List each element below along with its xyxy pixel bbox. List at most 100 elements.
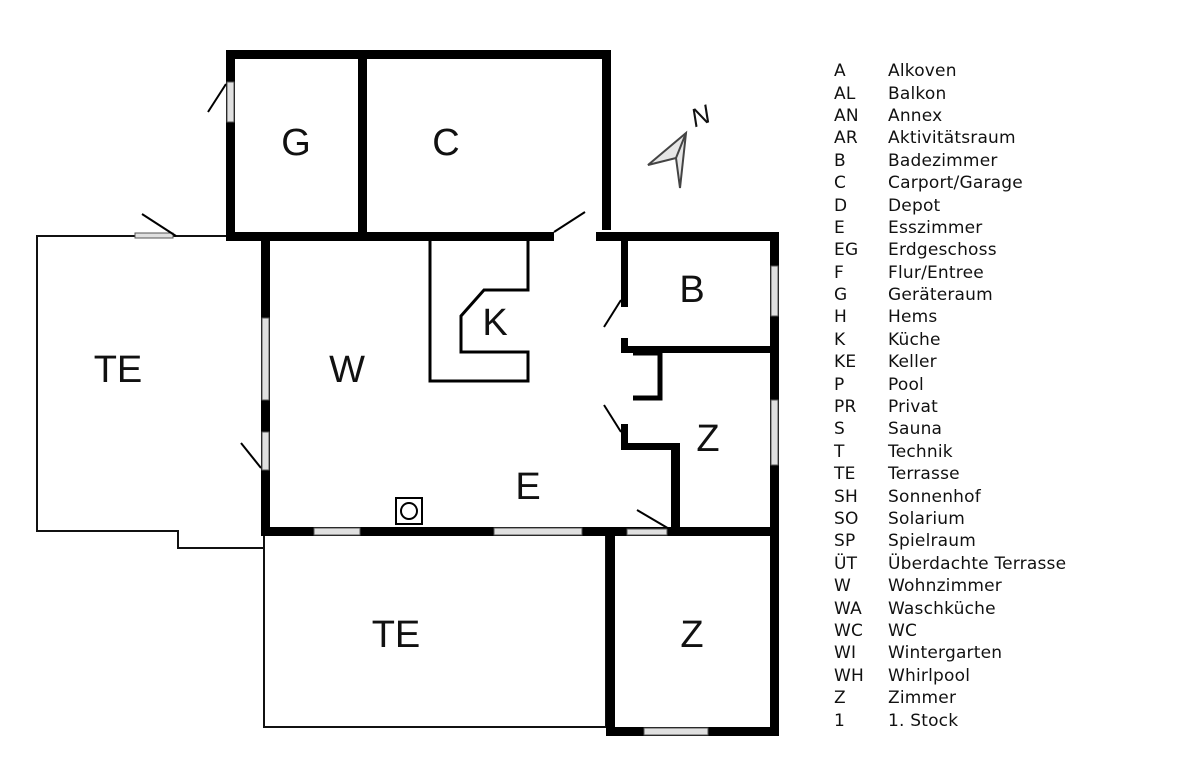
floor-plan: N G C TE W K B Z E TE Z	[36, 50, 779, 736]
legend-code: P	[834, 374, 845, 395]
room-label-c: C	[432, 122, 459, 164]
terrace-outline-west	[36, 235, 264, 549]
legend-code: AL	[834, 83, 856, 104]
legend-code: H	[834, 307, 847, 328]
legend-row: WA Waschküche	[834, 597, 1066, 619]
room-label-e: E	[515, 466, 540, 508]
window	[770, 265, 779, 317]
legend-name: Badezimmer	[888, 150, 998, 171]
legend-code: C	[834, 173, 847, 194]
legend-name: Balkon	[888, 83, 947, 104]
legend-code: AN	[834, 105, 859, 126]
legend-name: Carport/Garage	[888, 173, 1023, 194]
north-arrow-icon	[647, 130, 688, 189]
legend-code: B	[834, 150, 846, 171]
north-label: N	[687, 99, 715, 134]
legend-name: WC	[888, 620, 918, 641]
legend-row: A Alkoven	[834, 60, 1066, 82]
legend-name: Keller	[888, 352, 937, 373]
legend-row: T Technik	[834, 441, 1066, 463]
legend-row: WC WC	[834, 620, 1066, 642]
legend-row: AN Annex	[834, 105, 1066, 127]
legend-name: 1. Stock	[888, 710, 959, 731]
legend-code: PR	[834, 397, 857, 418]
legend-name: Terrasse	[888, 464, 960, 485]
legend-name: Hems	[888, 307, 938, 328]
stove-icon	[395, 497, 423, 525]
legend-name: Sonnenhof	[888, 486, 981, 507]
legend-code: E	[834, 217, 845, 238]
legend-code: SH	[834, 486, 858, 507]
legend-code: SP	[834, 531, 856, 552]
window	[626, 528, 668, 536]
legend-row: AR Aktivitätsraum	[834, 127, 1066, 149]
legend-name: Pool	[888, 374, 924, 395]
legend-code: A	[834, 61, 846, 82]
window	[493, 527, 583, 536]
legend-row: E Esszimmer	[834, 217, 1066, 239]
legend-name: Waschküche	[888, 598, 996, 619]
legend-name: Überdachte Terrasse	[888, 553, 1067, 574]
doors	[141, 83, 672, 531]
legend-row: WI Wintergarten	[834, 642, 1066, 664]
legend-name: Whirlpool	[888, 665, 971, 686]
legend-name: Alkoven	[888, 61, 957, 82]
legend-code: G	[834, 285, 848, 306]
legend-row: ÜT Überdachte Terrasse	[834, 553, 1066, 575]
room-label-g: G	[281, 122, 311, 164]
legend-name: Technik	[888, 441, 953, 462]
legend-row: SP Spielraum	[834, 530, 1066, 552]
room-label-k: K	[482, 302, 507, 344]
legend-code: W	[834, 576, 852, 597]
legend-code: TE	[834, 464, 856, 485]
closet	[633, 350, 663, 401]
room-label-b: B	[679, 269, 704, 311]
terrace-outline-south	[263, 531, 607, 728]
legend-code: WI	[834, 643, 857, 664]
legend-row: P Pool	[834, 373, 1066, 395]
room-label-z-east: Z	[696, 418, 719, 460]
legend-name: Flur/Entree	[888, 262, 984, 283]
legend-name: Küche	[888, 329, 941, 350]
legend-row: SO Solarium	[834, 508, 1066, 530]
legend-code: T	[834, 441, 845, 462]
windows	[134, 81, 779, 736]
legend-name: Solarium	[888, 509, 965, 529]
legend-code: D	[834, 195, 848, 216]
legend-row: WH Whirlpool	[834, 665, 1066, 687]
room-label-w: W	[329, 349, 365, 391]
legend-name: Annex	[888, 105, 943, 126]
legend-code: F	[834, 262, 844, 283]
legend-code: WA	[834, 598, 862, 619]
legend-row: KE Keller	[834, 351, 1066, 373]
legend-row: TE Terrasse	[834, 463, 1066, 485]
legend-name: Wintergarten	[888, 643, 1003, 664]
legend-name: Privat	[888, 397, 939, 418]
legend-code: SO	[834, 509, 859, 529]
legend-code: ÜT	[834, 553, 858, 574]
legend-name: Wohnzimmer	[888, 576, 1002, 597]
window	[643, 727, 709, 736]
legend-name: Aktivitätsraum	[888, 128, 1016, 149]
legend-row: W Wohnzimmer	[834, 575, 1066, 597]
legend-name: Spielraum	[888, 531, 977, 552]
window	[770, 399, 779, 466]
legend-code: Z	[834, 688, 846, 709]
window	[313, 527, 361, 536]
legend-code: WH	[834, 665, 864, 686]
legend-code: WC	[834, 620, 864, 641]
legend-row: PR Privat	[834, 396, 1066, 418]
legend-code: KE	[834, 352, 857, 373]
legend-row: B Badezimmer	[834, 150, 1066, 172]
window	[261, 317, 270, 401]
window	[261, 431, 270, 471]
room-label-z-south: Z	[680, 614, 703, 656]
legend-name: Esszimmer	[888, 217, 983, 238]
legend-name: Geräteraum	[888, 285, 993, 306]
legend-code: AR	[834, 128, 858, 149]
